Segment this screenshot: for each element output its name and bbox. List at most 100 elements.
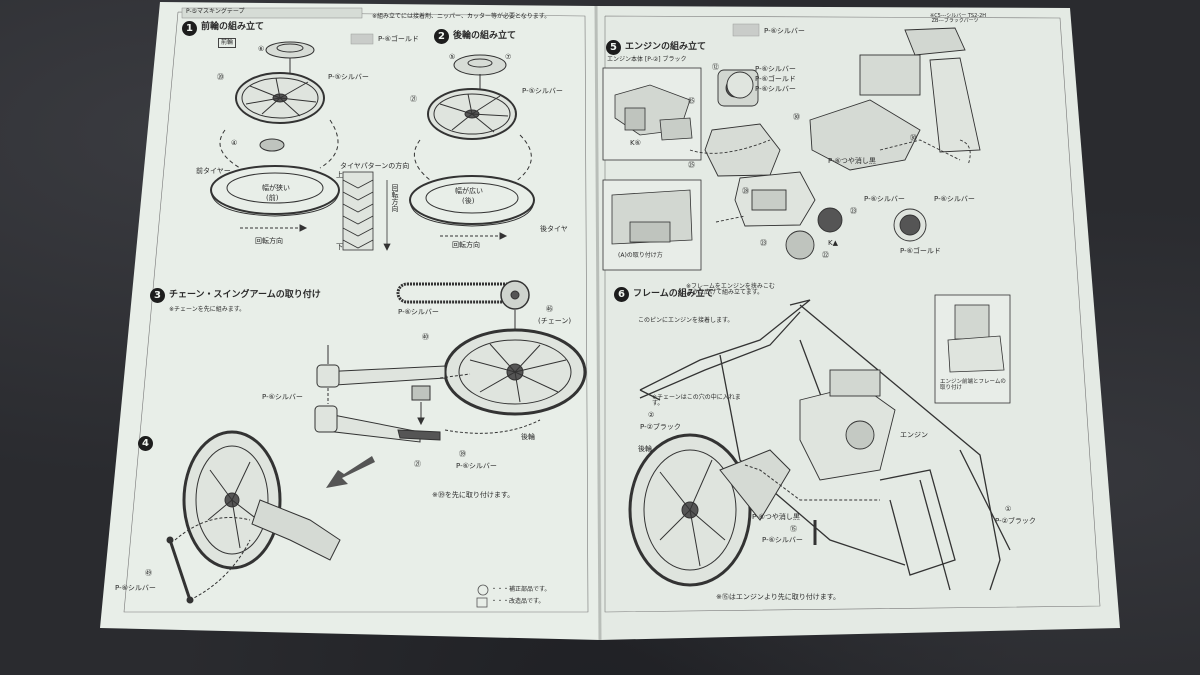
step6-label-4: 後輪 xyxy=(638,445,652,453)
step1-tag: 前輪 xyxy=(218,38,237,48)
step5-label-5: P-⑥シルバー xyxy=(755,65,796,73)
tire-pattern-drawing xyxy=(342,171,391,251)
step2-label-1: ⑦ xyxy=(505,53,512,61)
step3-title: チェーン・スイングアームの取り付け xyxy=(169,290,321,300)
left-page-frame xyxy=(123,11,589,613)
step6-label-8: P-⑥シルバー xyxy=(762,536,803,544)
step5-label-0: ㉕ xyxy=(688,97,695,105)
step6-title: フレームの組み立て xyxy=(633,289,714,299)
tire-pattern-top-label: 上 xyxy=(336,171,343,179)
legend-symbols xyxy=(476,584,489,608)
step2-label-0: ⑤ xyxy=(449,53,456,61)
step2-label-7: 回転方向 xyxy=(452,241,480,249)
header-strip xyxy=(181,7,363,19)
step5-label-3: P-⑥ゴールド xyxy=(755,75,796,83)
step5-label-2: ⑫ xyxy=(712,63,719,71)
step4-number: 4 xyxy=(138,436,153,451)
step5-label-16: K▲ xyxy=(828,239,838,247)
page-fold xyxy=(594,5,602,641)
engine-inset-top xyxy=(602,67,702,161)
step1-label-1: ⑳ xyxy=(217,73,224,81)
step6-label-10: P-②ブラック xyxy=(995,517,1036,525)
step6-label-0: このピンにエンジンを接着します。 xyxy=(638,317,734,324)
step2-label-6: 後タイヤ xyxy=(540,225,568,233)
right-header-note: ※C5---シルバー TS2-2H ZB---ブラックパーツ xyxy=(930,13,987,24)
step5-label-17: ㉓ xyxy=(850,207,857,215)
step2-title: 後輪の組み立て xyxy=(453,31,517,41)
step3-label-2: (チェーン) xyxy=(538,317,572,325)
left-page xyxy=(100,2,600,640)
step3-label-4: P-⑥シルバー xyxy=(262,393,303,401)
step6-label-6: P-⑥つや消し黒 xyxy=(752,513,800,521)
step6-label-7: ⑮ xyxy=(790,525,797,533)
step3-label-5: ㉑ xyxy=(414,460,421,468)
step4-label-1: P-⑥シルバー xyxy=(115,584,156,592)
step6-inset-caption: エンジン前端とフレームの取り付け xyxy=(940,379,1006,391)
step6-label-5: エンジン xyxy=(900,431,928,439)
step5-label-7: ㉕ xyxy=(688,161,695,169)
step3-footnote: ※㊴を先に取り付けます。 xyxy=(432,491,515,499)
step2-number: 2 xyxy=(434,29,449,44)
header-swatches xyxy=(350,23,760,45)
step3-number: 3 xyxy=(150,288,165,303)
frame-inset xyxy=(934,294,1011,404)
step1-label-3: ④ xyxy=(231,139,238,147)
step3-label-0: P-⑥シルバー xyxy=(398,308,439,316)
front-wheel-drawing xyxy=(210,41,340,232)
swingarm-arrow xyxy=(326,456,375,488)
step1-label-5: 幅が狭い xyxy=(262,184,290,192)
step3-note: ※チェーンを先に組みます。 xyxy=(169,306,246,313)
step3-label-3: ㊵ xyxy=(422,333,429,341)
step2-label-3: ㉑ xyxy=(410,95,417,103)
step1-label-0: ⑥ xyxy=(258,45,265,53)
emblem-drawing xyxy=(726,71,927,242)
step3-label-7: P-⑥シルバー xyxy=(456,462,497,470)
step5-label-14: P-⑥ゴールド xyxy=(900,247,941,255)
step6-label-9: ① xyxy=(1005,505,1012,513)
step5-label-10: ㉚ xyxy=(910,134,917,142)
step6-label-2: ② xyxy=(648,411,655,419)
right-page-frame xyxy=(604,15,1101,613)
step5-label-1: K⑥ xyxy=(630,139,641,147)
step5-label-15: ㉒ xyxy=(822,251,829,259)
tire-pattern-side-label: 回転方向 xyxy=(391,184,399,212)
step1-label-4: 前タイヤー xyxy=(196,167,231,175)
step6-label-1: ※チェーンはこの穴の中に入れます。 xyxy=(652,394,741,407)
step1-label-2: P-⑤シルバー xyxy=(328,73,369,81)
step5-inset-caption: (A)の取り付け方 xyxy=(618,252,663,259)
step5-number: 5 xyxy=(606,40,621,55)
step5-label-13: P-⑥シルバー xyxy=(934,195,975,203)
step2-label-2: P-⑤シルバー xyxy=(522,87,563,95)
step5-label-9: ㉘ xyxy=(742,187,749,195)
step1-title: 前輪の組み立て xyxy=(201,22,265,32)
engine-exploded-drawing xyxy=(689,27,981,260)
legend-text-0: ・・・補正部品です。 xyxy=(491,586,551,593)
step1-label-7: 回転方向 xyxy=(255,237,283,245)
tire-pattern-title: タイヤパターンの方向 xyxy=(340,162,410,170)
frame-rear-wheel xyxy=(628,433,880,587)
step5-label-8: ㉓ xyxy=(760,239,767,247)
rear-wheel-drawing xyxy=(409,54,535,240)
step6-footnote: ※⑮はエンジンより先に取り付けます。 xyxy=(716,593,841,601)
step2-label-5: (後) xyxy=(462,197,475,205)
frame-engine-drawing xyxy=(799,369,896,481)
step3-label-8: 後輪 xyxy=(521,433,535,441)
step1-label-6: (前) xyxy=(266,194,279,202)
step5-sub-label: エンジン本体 [P-②] ブラック xyxy=(607,56,687,63)
step5-label-11: P-⑥つや消し黒 xyxy=(828,157,876,165)
rear-assembly-drawing xyxy=(166,430,341,604)
step2-label-4: 幅が広い xyxy=(455,187,483,195)
step6-number: 6 xyxy=(614,287,629,302)
step1-number: 1 xyxy=(182,21,197,36)
chain-swingarm-drawing xyxy=(314,280,587,443)
step6-note: ※フレームをエンジンを挟みこむ ように広げて組み立てます。 xyxy=(686,283,775,296)
legend-text-1: ・・・改造品です。 xyxy=(491,598,545,605)
header-center-note: ※組み立てには接着剤、ニッパー、カッター等が必要となります。 xyxy=(372,13,551,20)
step1-swatch-label: P-⑥ゴールド xyxy=(378,35,419,43)
step5-swatch-label: P-⑥シルバー xyxy=(764,27,805,35)
step5-label-12: P-⑥シルバー xyxy=(864,195,905,203)
step5-label-6: ㉚ xyxy=(793,113,800,121)
tire-pattern-bottom-label: 下 xyxy=(336,243,343,251)
